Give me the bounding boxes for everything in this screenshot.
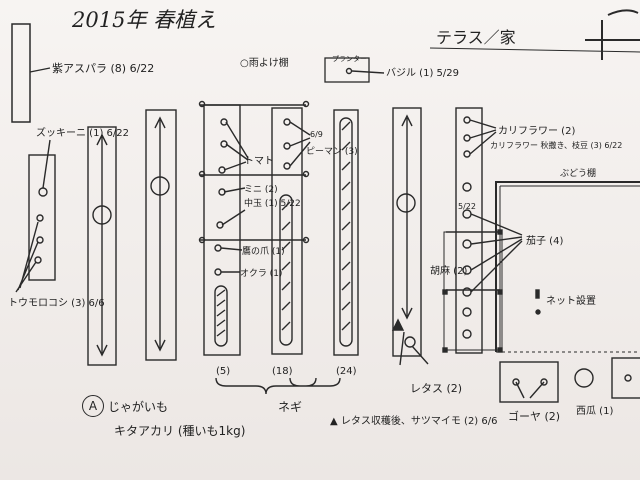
after-lettuce-note: ▲ レタス収穫後、サツマイモ (2) 6/6 <box>330 416 498 427</box>
zucchini-label: ズッキーニ (1) 6/22 <box>36 128 129 139</box>
goya-label: ゴーヤ (2) <box>508 410 561 423</box>
rain-shelter-label: ○雨よけ棚 <box>240 58 289 69</box>
eggplant-date: 5/22 <box>458 202 476 211</box>
cauliflower-label: カリフラワー (2) <box>498 126 576 137</box>
grape-trellis-label: ぶどう棚 <box>560 169 597 179</box>
negi-label: ネギ <box>278 400 303 414</box>
potato-label: じゃがいも <box>108 400 169 414</box>
pimento-date: 6/9 <box>310 130 323 139</box>
pimento-label: ピーマン (3) <box>306 147 358 157</box>
okra-label: オクラ (1) <box>240 269 283 279</box>
eggplant-label: 茄子 (4) <box>526 236 564 247</box>
planter-label: プランター <box>332 55 367 63</box>
takanotsume-label: 鷹の爪 (1) <box>242 247 285 257</box>
watermelon-label: 西瓜 (1) <box>576 406 614 417</box>
potato-mark: A <box>82 395 104 417</box>
tomato-label: トマト <box>244 156 274 167</box>
cauliflower-edamame-label: カリフラワー 秋撒き、枝豆 (3) 6/22 <box>490 141 623 150</box>
asparagus-label: 紫アスパラ (8) 6/22 <box>52 62 155 75</box>
basil-label: バジル (1) 5/29 <box>386 68 459 79</box>
mini-tomato-label: ミニ (2) <box>244 185 278 195</box>
net-label: ネット設置 <box>546 296 596 307</box>
lettuce-label: レタス (2) <box>410 382 463 395</box>
corn-label: トウモロコシ (3) 6/6 <box>8 298 105 309</box>
medium-tomato-label: 中玉 (1) 5/22 <box>244 199 301 209</box>
negi-count-3: (24) <box>336 366 357 377</box>
negi-count-2: (18) <box>272 366 293 377</box>
page-title: 2015年 春植え <box>72 8 217 32</box>
sesame-label: 胡麻 (2) <box>430 266 468 277</box>
location-label: テラス／家 <box>436 28 516 47</box>
potato-variety: キタアカリ (種いも1kg) <box>114 424 246 438</box>
negi-count-1: (5) <box>216 366 231 377</box>
